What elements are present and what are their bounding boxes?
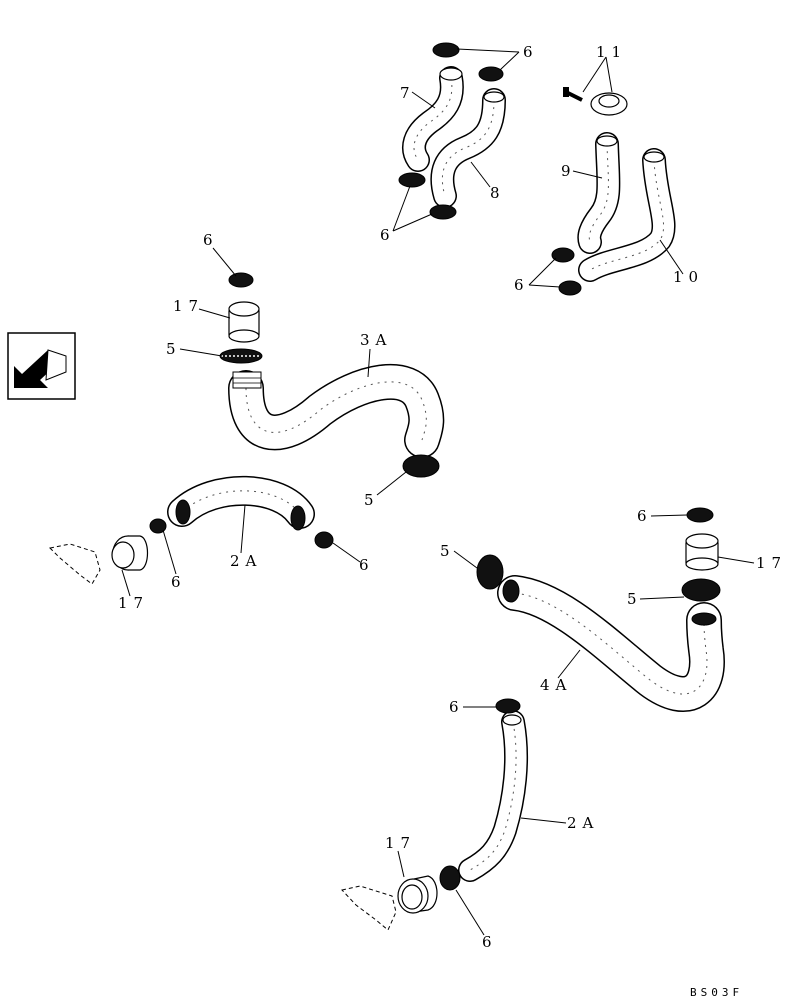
callout-6: 6	[637, 507, 653, 525]
hose-clamp	[439, 698, 521, 891]
hose-clamp	[551, 247, 582, 296]
callout-6: 6	[203, 231, 219, 249]
hose-clamp	[149, 518, 334, 549]
callout-6: 6	[380, 226, 396, 244]
callout-6: 6	[523, 43, 539, 61]
hose-4a	[497, 575, 725, 712]
callout-2a: 2A	[230, 552, 262, 570]
callout-5: 5	[364, 491, 380, 509]
callout-17: 17	[173, 297, 204, 315]
coupler-17	[397, 875, 438, 914]
callout-17: 17	[118, 594, 149, 612]
coupler-17	[685, 533, 719, 571]
callout-6: 6	[449, 698, 465, 716]
callout-7: 7	[400, 84, 416, 102]
coupler-17	[111, 535, 149, 571]
drawing-code: BS03F	[690, 986, 743, 999]
hose-8	[430, 88, 506, 208]
hose-2a	[458, 710, 529, 882]
callout-6: 6	[171, 573, 187, 591]
callout-5: 5	[166, 340, 182, 358]
callout-5: 5	[627, 590, 643, 608]
duct-outline	[341, 885, 397, 931]
callout-17: 17	[385, 834, 416, 852]
hose-3a	[228, 363, 445, 458]
callout-6: 6	[514, 276, 530, 294]
hose-7	[402, 66, 464, 172]
hose-clamp	[476, 507, 721, 602]
callout-3a: 3A	[360, 331, 392, 349]
duct-outline	[48, 543, 101, 585]
callout-9: 9	[561, 162, 577, 180]
bolt-11	[563, 87, 628, 116]
callout-17: 17	[756, 554, 787, 572]
callout-4a: 4A	[540, 676, 572, 694]
hose-9	[577, 132, 621, 254]
callout-11: 11	[596, 43, 627, 61]
callout-6: 6	[359, 556, 375, 574]
callout-10: 10	[673, 268, 704, 286]
direction-arrow-icon	[7, 332, 76, 400]
callout-5: 5	[440, 542, 456, 560]
leader-lines	[121, 48, 755, 936]
callout-8: 8	[490, 184, 506, 202]
coupler-17	[228, 301, 260, 343]
hose-2a	[167, 475, 315, 531]
callout-6: 6	[482, 933, 498, 951]
callout-2a: 2A	[567, 814, 599, 832]
hose-clamp	[398, 42, 504, 220]
